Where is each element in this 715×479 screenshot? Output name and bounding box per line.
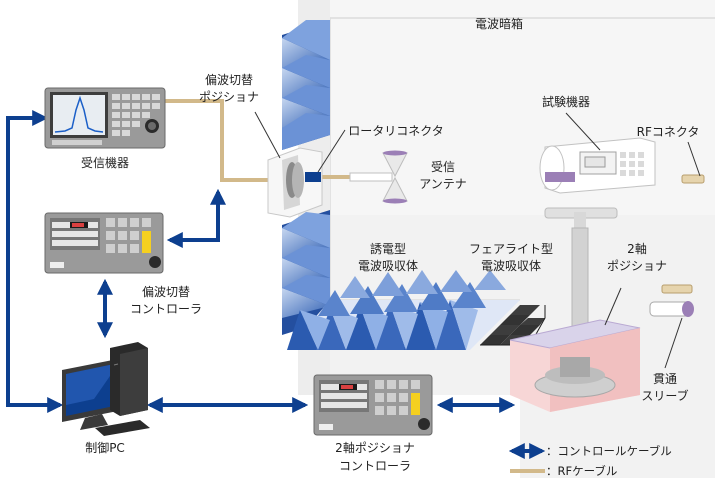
label-two-axis-positioner-1: 2軸 (627, 242, 647, 256)
label-receiver: 受信機器 (80, 156, 130, 170)
feedthrough-sleeve (649, 284, 694, 317)
axis-controller-device (313, 374, 433, 436)
control-pc-device (62, 342, 150, 436)
label-two-axis-controller-1: 2軸ポジショナ (335, 441, 415, 455)
label-ferrite-absorber-1: フェアライト型 (468, 242, 554, 256)
label-pol-positioner-1: 偏波切替 (204, 73, 254, 87)
pol-controller-device (44, 212, 164, 274)
label-pol-positioner-2: ポジショナ (198, 90, 260, 104)
label-feedthrough-2: スリーブ (641, 389, 689, 403)
control-cables (6, 110, 516, 413)
receiver-instrument (44, 87, 166, 149)
label-two-axis-controller-2: コントローラ (338, 459, 412, 473)
label-chamber: 電波暗箱 (474, 17, 524, 31)
rx-antenna-device (349, 150, 408, 204)
ferrite-absorber (480, 305, 546, 346)
dut-cradle (544, 207, 618, 230)
label-rf-connector: RFコネクタ (636, 125, 700, 139)
wall-absorber-lower (282, 210, 330, 335)
legend-rf-cable: ：RFケーブル (546, 464, 618, 478)
label-pol-controller-1: 偏波切替 (141, 285, 191, 299)
legend-swatches (508, 443, 546, 473)
positioner-turntable (509, 319, 641, 412)
rf-connector-right (681, 174, 705, 184)
pol-positioner-device (267, 147, 323, 218)
label-rx-antenna-1: 受信 (430, 160, 456, 174)
label-dielectric-absorber-1: 誘電型 (369, 242, 407, 256)
legend-control-cable: ：コントロールケーブル (546, 444, 672, 458)
label-dut: 試験機器 (541, 95, 591, 109)
label-control-pc: 制御PC (85, 441, 125, 455)
dut-device (539, 137, 656, 194)
leader-lines (254, 111, 701, 369)
label-rotary-connector: ロータリコネクタ (348, 124, 444, 138)
label-feedthrough-1: 貫通 (652, 372, 678, 386)
label-rx-antenna-2: アンテナ (419, 177, 467, 191)
label-two-axis-positioner-2: ポジショナ (606, 259, 668, 273)
wall-absorber-upper (282, 20, 330, 150)
label-pol-controller-2: コントローラ (129, 302, 203, 316)
label-dielectric-absorber-2: 電波吸収体 (357, 259, 419, 273)
label-ferrite-absorber-2: 電波吸収体 (480, 259, 542, 273)
floor-dielectric-absorber (287, 270, 520, 350)
positioner-mast (571, 227, 589, 327)
